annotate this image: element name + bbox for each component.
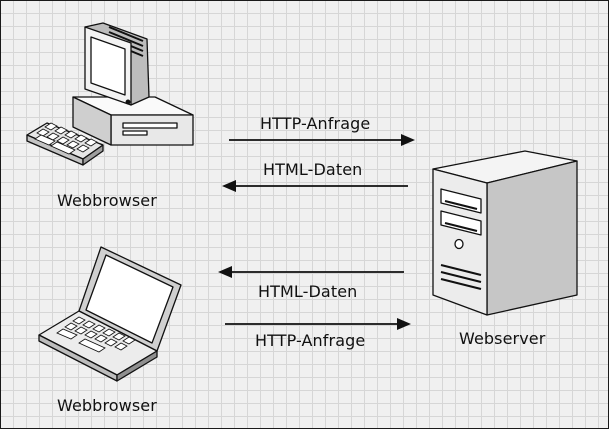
desktop-computer-icon [25,19,197,181]
desktop-client-label: Webbrowser [57,191,157,210]
html-data-label-bottom: HTML-Daten [258,282,358,301]
arrow-right-http-request-top [229,134,415,146]
laptop-icon [35,243,185,385]
http-request-label-top: HTTP-Anfrage [260,114,371,133]
laptop-client-label: Webbrowser [57,396,157,415]
server-tower-icon [431,131,581,317]
html-data-label-top: HTML-Daten [263,160,363,179]
http-request-label-bottom: HTTP-Anfrage [255,331,366,350]
arrow-left-html-data-bottom [218,266,404,278]
arrow-left-html-data-top [222,180,408,192]
server-label: Webserver [459,329,546,348]
arrow-right-http-request-bottom [225,318,411,330]
